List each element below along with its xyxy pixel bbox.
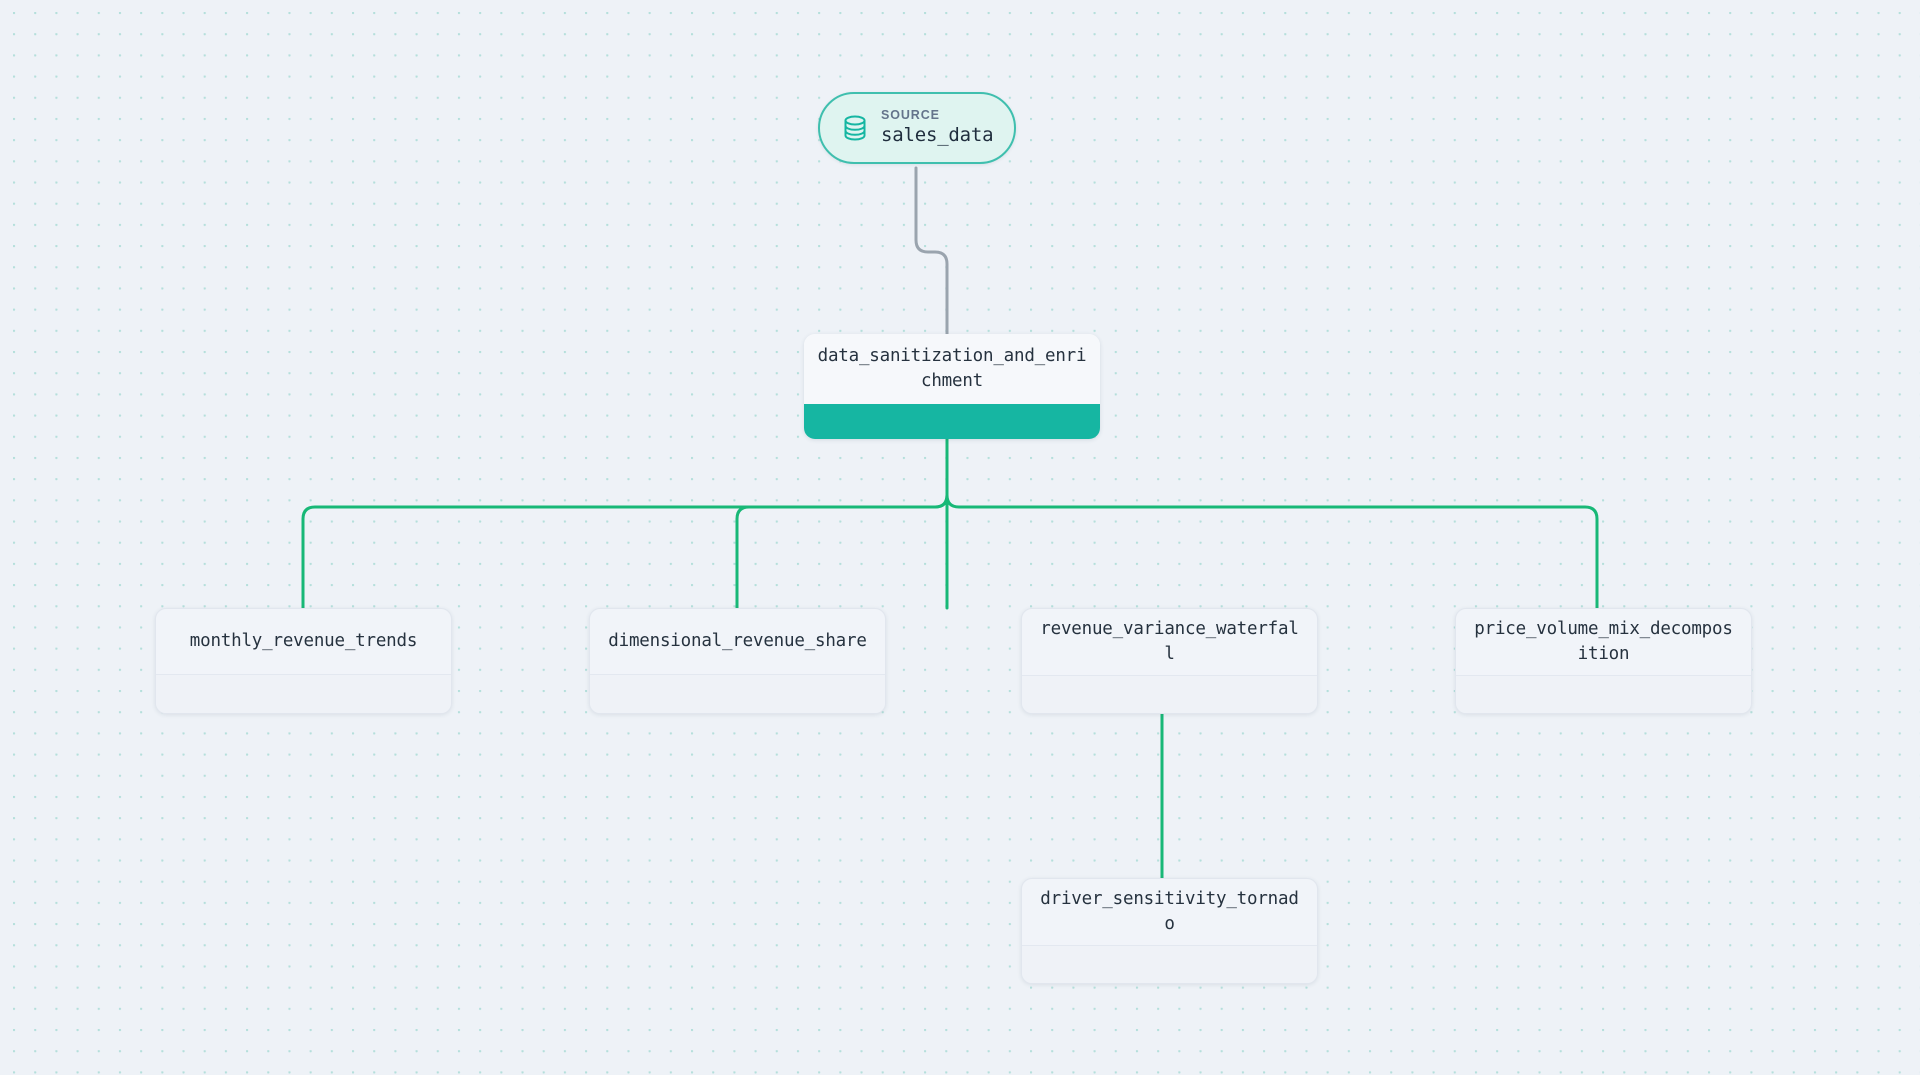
model-node-body-monthly-revenue-trends (156, 675, 451, 713)
model-node-body-driver-sensitivity-tornado (1022, 945, 1317, 983)
model-node-title-dimensional-revenue-share: dimensional_revenue_share (590, 609, 885, 675)
source-kind-label: SOURCE (881, 108, 940, 123)
edge-transform-to-price-volume-mix-decomposition (945, 437, 1599, 610)
source-node-text: SOURCE sales_data (881, 108, 994, 147)
model-node-dimensional-revenue-share[interactable]: dimensional_revenue_share (589, 608, 886, 714)
edge-transform-to-monthly-revenue-trends (301, 437, 949, 610)
transform-node-status-bar (804, 404, 1100, 439)
model-node-price-volume-mix-decomposition[interactable]: price_volume_mix_decomposition (1455, 608, 1752, 714)
model-node-revenue-variance-waterfall[interactable]: revenue_variance_waterfall (1021, 608, 1318, 714)
model-node-title-revenue-variance-waterfall: revenue_variance_waterfall (1022, 609, 1317, 676)
model-node-driver-sensitivity-tornado[interactable]: driver_sensitivity_tornado (1021, 878, 1318, 984)
edge-transform-to-dimensional-revenue-share (735, 437, 949, 610)
database-icon (842, 114, 868, 142)
transform-node-title: data_sanitization_and_enrichment (804, 334, 1100, 404)
edge-source-to-transform (914, 166, 949, 336)
transform-node-data-sanitization-and-enrichment[interactable]: data_sanitization_and_enrichment (804, 334, 1100, 439)
source-name-label: sales_data (881, 123, 994, 146)
model-node-title-driver-sensitivity-tornado: driver_sensitivity_tornado (1022, 879, 1317, 946)
model-node-body-revenue-variance-waterfall (1022, 675, 1317, 713)
source-node-sales-data[interactable]: SOURCE sales_data (818, 92, 1016, 164)
model-node-title-price-volume-mix-decomposition: price_volume_mix_decomposition (1456, 609, 1751, 676)
model-node-body-price-volume-mix-decomposition (1456, 675, 1751, 713)
model-node-title-monthly-revenue-trends: monthly_revenue_trends (156, 609, 451, 675)
model-node-body-dimensional-revenue-share (590, 675, 885, 713)
model-node-monthly-revenue-trends[interactable]: monthly_revenue_trends (155, 608, 452, 714)
